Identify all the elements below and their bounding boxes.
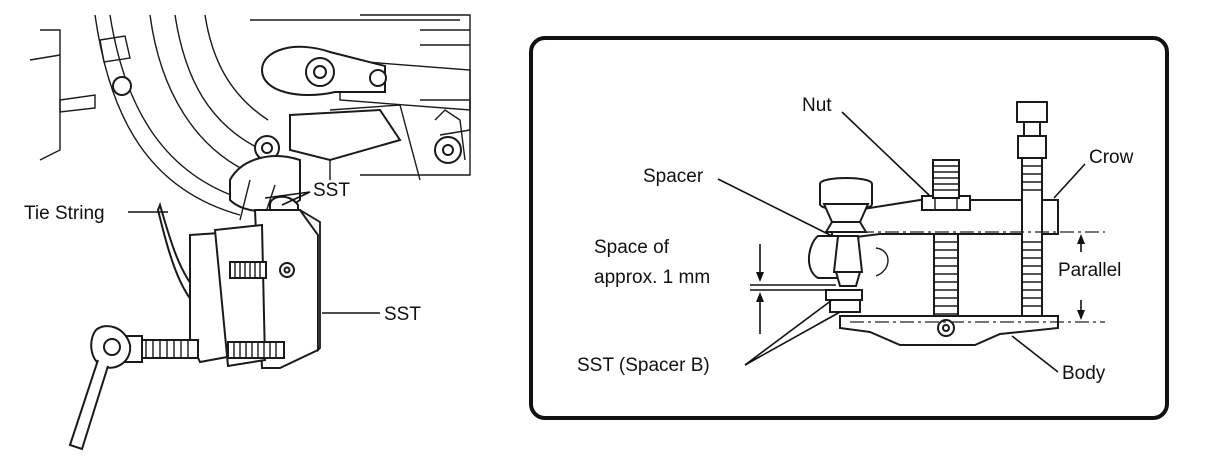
adjusting-bolt	[1016, 101, 1048, 319]
brake-disc	[59, 14, 269, 216]
crow-part	[831, 159, 1059, 242]
label-sst-upper: SST	[313, 180, 350, 201]
center-screw	[933, 233, 959, 325]
label-nut: Nut	[802, 95, 832, 116]
label-tie-string: Tie String	[24, 203, 105, 224]
right-leader-lines	[717, 111, 1086, 373]
parallel-dimension	[1077, 234, 1085, 320]
label-space-line2: approx. 1 mm	[594, 267, 710, 288]
label-body: Body	[1062, 363, 1106, 384]
label-sst-lower: SST	[384, 304, 421, 325]
upper-arm	[254, 45, 466, 164]
space-dimension	[750, 244, 836, 334]
detail-panel: Nut Crow Spacer Space of approx. 1 mm Pa…	[529, 36, 1169, 420]
label-space-line1: Space of	[594, 237, 670, 258]
label-crow: Crow	[1089, 147, 1134, 168]
spacer-assembly	[808, 177, 889, 313]
left-leader-lines	[128, 191, 380, 314]
label-sst-spacer-b: SST (Spacer B)	[577, 355, 710, 376]
sst-puller	[68, 209, 321, 451]
suspension-frame	[29, 14, 471, 181]
body-part	[839, 315, 1059, 346]
left-illustration: Tie String SST SST	[24, 14, 471, 451]
label-parallel: Parallel	[1058, 260, 1121, 281]
label-spacer: Spacer	[643, 166, 704, 187]
